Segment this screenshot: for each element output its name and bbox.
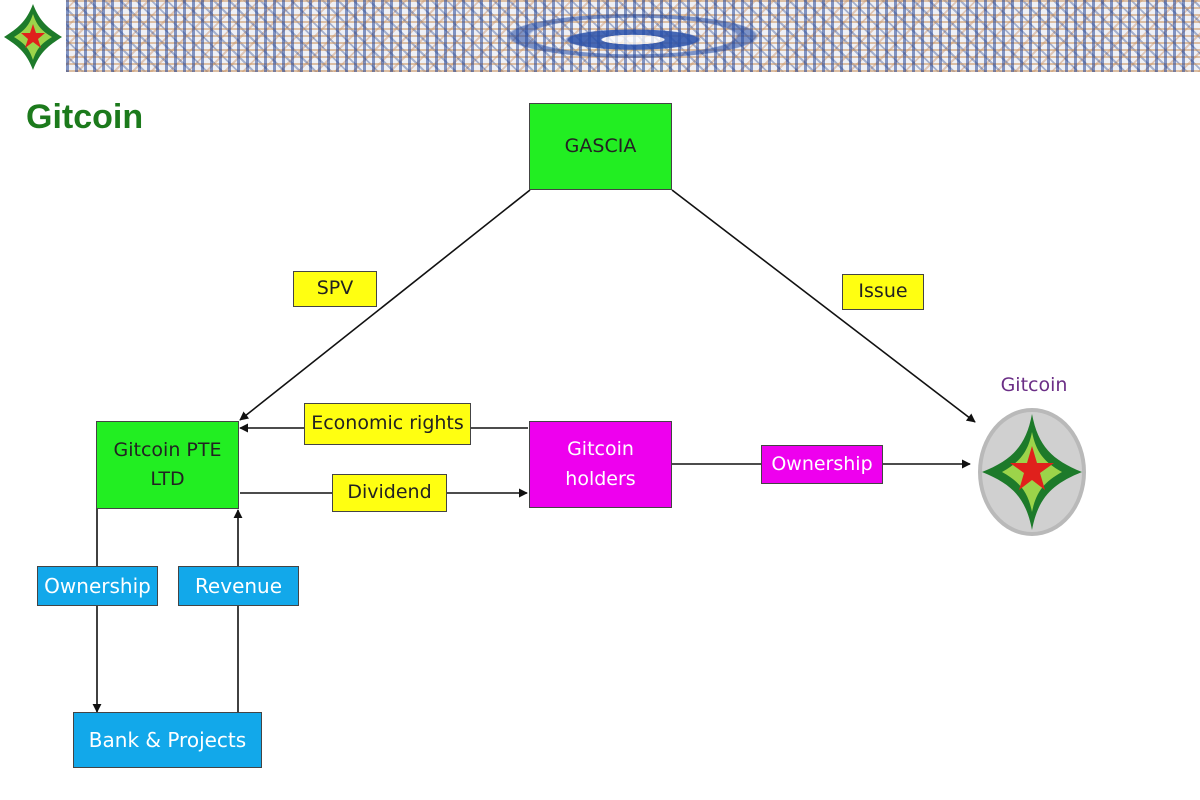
ownership-bank-edge-label: Ownership: [37, 566, 158, 606]
bank-projects-node: Bank & Projects: [73, 712, 262, 768]
gitcoin-coin-icon: [978, 408, 1086, 536]
gitcoin-pte-ltd-node: Gitcoin PTE LTD: [96, 421, 239, 509]
economic-rights-edge-label: Economic rights: [304, 403, 471, 445]
gascia-label: GASCIA: [564, 134, 637, 157]
slide-title: Gitcoin: [26, 98, 144, 136]
gitcoin-holders-node: Gitcoin holders: [529, 421, 672, 508]
ownership-holders-edge-label: Ownership: [761, 445, 883, 484]
gitcoin-holders-label: Gitcoin holders: [565, 438, 636, 490]
issue-edge-label: Issue: [842, 274, 924, 310]
bank-projects-label: Bank & Projects: [88, 727, 247, 752]
gascia-node: GASCIA: [529, 103, 672, 190]
gitcoin-logo-icon: [4, 4, 62, 70]
gitcoin-token-label: Gitcoin: [1000, 374, 1068, 396]
spv-edge-label: SPV: [293, 271, 377, 307]
spv-connector: [239, 189, 531, 421]
revenue-edge-label: Revenue: [178, 566, 299, 606]
mosaic-banner: [66, 0, 1200, 72]
gitcoin-pte-ltd-label: Gitcoin PTE LTD: [113, 438, 222, 490]
issue-connector: [671, 189, 976, 423]
dividend-edge-label: Dividend: [332, 474, 447, 512]
